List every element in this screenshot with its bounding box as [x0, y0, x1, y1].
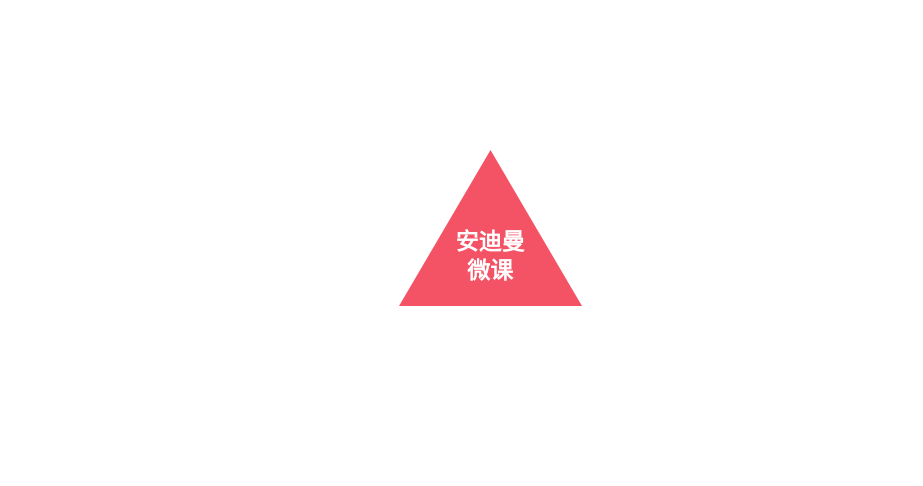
triangle-logo-icon — [399, 150, 582, 306]
logo-text-line-2: 微课 — [467, 258, 514, 284]
logo-triangle-shape — [399, 150, 582, 306]
logo-text-line-1: 安迪曼 — [456, 229, 525, 255]
brand-logo: 安迪曼 微课 — [399, 150, 582, 306]
